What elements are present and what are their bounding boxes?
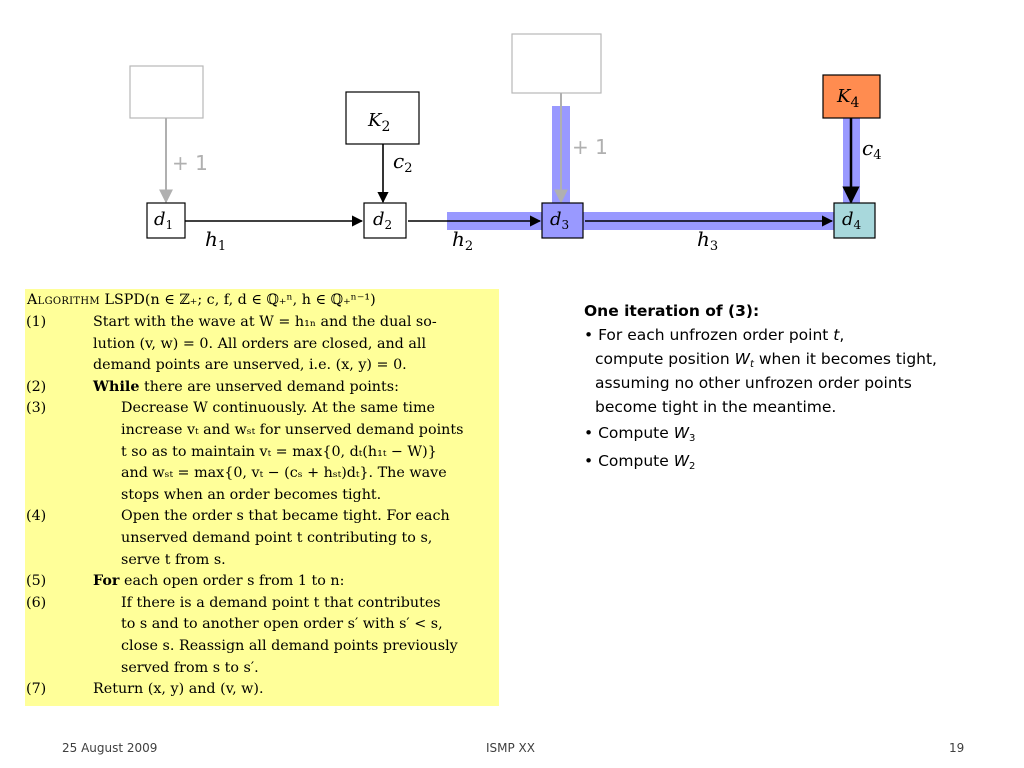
step-text: Start with the wave at W = h₁ₙ and the d… (93, 314, 437, 330)
svg-text:d1: d1 (154, 209, 173, 232)
step-number: (5) (26, 573, 47, 590)
step-number: (2) (26, 378, 47, 395)
step-number: (7) (26, 681, 47, 698)
svg-text:K4: K4 (836, 86, 859, 111)
bullet-1-line-4: become tight in the meantime. (595, 398, 837, 416)
bullet-1-line-1: • For each unfrozen order point t, (584, 326, 845, 344)
step-keyword: For (93, 573, 120, 590)
step-text: t so as to maintain vₜ = max{0, dₜ(h₁ₜ −… (121, 443, 437, 460)
step-text: While there are unserved demand points: (93, 378, 399, 395)
svg-text:K2: K2 (367, 110, 390, 135)
plus-one-label-3: + 1 (572, 135, 608, 159)
step-number: (6) (26, 594, 47, 611)
step-text: lution (v, w) = 0. All orders are closed… (93, 335, 427, 352)
bullet-2: • Compute W3 (584, 424, 696, 444)
bullet-1-line-3: assuming no other unfrozen order points (595, 374, 912, 392)
svg-text:d4: d4 (842, 209, 862, 232)
label-c4: c4 (862, 136, 881, 163)
label-h1: h1 (205, 227, 226, 254)
bullet-1-line-2: compute position Wt when it becomes tigh… (595, 350, 937, 370)
step-text: Open the order s that became tight. For … (121, 508, 450, 525)
step-text: served from s to s′. (121, 659, 259, 676)
empty-order-box-1 (129, 65, 204, 119)
plus-one-label-1: + 1 (172, 151, 208, 175)
node-d1: d1 (146, 202, 186, 239)
algorithm-keyword: Algorithm (27, 292, 100, 308)
step-text: If there is a demand point t that contri… (121, 594, 441, 611)
step-text: stops when an order becomes tight. (121, 486, 382, 503)
node-d3: d3 (541, 202, 584, 239)
explanation-text: One iteration of (3): • For each unfroze… (584, 299, 1004, 473)
step-text: serve t from s. (121, 551, 226, 568)
node-K4: K4 (822, 74, 881, 119)
svg-text:d2: d2 (373, 209, 392, 232)
step-text: close s. Reassign all demand points prev… (121, 638, 458, 654)
step-text: For each open order s from 1 to n: (93, 573, 345, 590)
footer-date: 25 August 2009 (62, 741, 158, 755)
step-text: unserved demand point t contributing to … (121, 530, 433, 546)
algorithm-box: Algorithm LSPD(n ∈ ℤ₊; c, f, d ∈ ℚ₊ⁿ, h … (25, 289, 499, 706)
label-c2: c2 (393, 149, 412, 176)
step-text: demand points are unserved, i.e. (x, y) … (93, 357, 407, 374)
node-d2: d2 (363, 202, 407, 239)
step-number: (1) (26, 314, 47, 330)
step-text: Return (x, y) and (v, w). (93, 681, 264, 698)
step-text: and wₛₜ = max{0, vₜ − (cₛ + hₛₜ)dₜ}. The… (121, 465, 447, 482)
step-text: increase vₜ and wₛₜ for unserved demand … (121, 422, 464, 438)
algorithm-signature: LSPD(n ∈ ℤ₊; c, f, d ∈ ℚ₊ⁿ, h ∈ ℚ₊ⁿ⁻¹) (99, 292, 376, 308)
empty-order-box-3 (511, 33, 602, 94)
label-h3: h3 (697, 227, 718, 254)
supply-chain-diagram: + 1 + 1 K2 K4 d1 d2 d3 d4 h1 h2 h3 c2 c4 (129, 33, 881, 254)
label-h2: h2 (452, 227, 473, 254)
step-text: to s and to another open order s′ with s… (121, 616, 443, 633)
bullet-3: • Compute W2 (584, 452, 696, 472)
step-number: (3) (26, 400, 47, 417)
svg-text:d3: d3 (550, 209, 569, 232)
explanation-title: One iteration of (3): (584, 302, 760, 320)
footer-page-number: 19 (949, 741, 965, 755)
step-keyword: While (93, 378, 140, 395)
algorithm-header: Algorithm LSPD(n ∈ ℤ₊; c, f, d ∈ ℚ₊ⁿ, h … (27, 290, 376, 312)
node-K2: K2 (345, 91, 420, 145)
node-d4: d4 (833, 202, 876, 239)
step-text: Decrease W continuously. At the same tim… (121, 400, 435, 417)
footer-event: ISMP XX (486, 741, 536, 755)
step-number: (4) (26, 508, 47, 525)
